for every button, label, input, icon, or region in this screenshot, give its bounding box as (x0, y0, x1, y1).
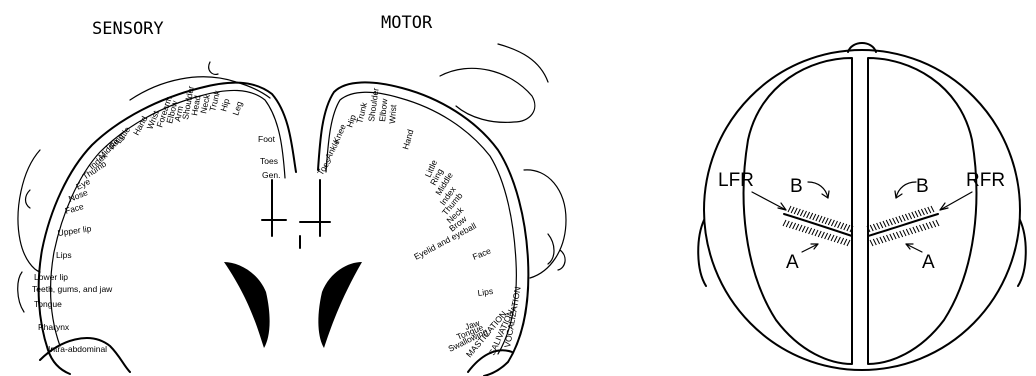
sensory-label-21: Lower lip (34, 272, 68, 282)
sensory-label-26: Foot (258, 134, 276, 144)
right-ventricle (318, 262, 362, 348)
left-hemisphere (744, 58, 852, 364)
sensory-label-19: Upper lip (57, 223, 92, 238)
rfr-label: RFR (966, 170, 1005, 191)
motor-cortex-inner (326, 92, 516, 354)
a-left-label: A (786, 252, 799, 273)
sensory-label-24: Pharynx (38, 322, 70, 332)
motor-title: MOTOR (381, 13, 433, 33)
motor-label-17: Face (471, 245, 493, 261)
motor-homunculus-head (524, 170, 566, 278)
midline-right (300, 180, 330, 248)
motor-label-16: Eyelid and eyeball (412, 220, 478, 261)
motor-label-18: Lips (477, 286, 494, 298)
motor-label-8: Hand (400, 128, 415, 151)
lfr-arrow (752, 192, 786, 210)
sensory-label-25: Intra-abdominal (48, 344, 107, 354)
head-top-view: LFR RFR B B A A (698, 43, 1026, 370)
sensory-label-23: Tongue (34, 299, 62, 309)
midline-left (262, 180, 286, 236)
a-right-arrow (906, 244, 922, 252)
motor-label-7: Wrist (387, 104, 398, 124)
head-outline (704, 50, 1020, 370)
sensory-label-group: LegHipTrunkNeckHeadShoulderArmElbowForea… (32, 85, 280, 354)
sensory-label-1: Hip (218, 97, 231, 112)
sensory-label-20: Lips (56, 250, 72, 260)
b-left-label: B (790, 176, 803, 197)
left-ventricle (224, 262, 270, 348)
sulcus-hatching (783, 206, 939, 246)
sensory-title: SENSORY (92, 19, 164, 39)
coronal-brain-section: LegHipTrunkNeckHeadShoulderArmElbowForea… (18, 44, 566, 376)
a-right-label: A (922, 252, 935, 273)
sensory-label-22: Teeth, gums, and jaw (32, 284, 113, 294)
rfr-arrow (940, 192, 972, 210)
motor-label-group: ToesAnkleKneeHipTrunkShoulderElbowWristH… (315, 87, 522, 359)
b-right-label: B (916, 176, 929, 197)
lfr-label: LFR (718, 170, 754, 191)
sensory-homunculus-body (130, 62, 270, 100)
sensory-label-28: Gen. (262, 170, 280, 180)
sensory-label-0: Leg (230, 100, 244, 117)
a-left-arrow (802, 244, 818, 252)
sensory-label-27: Toes (260, 156, 278, 166)
lower-lobes (40, 338, 512, 372)
sensory-label-18: Face (64, 201, 85, 216)
arrows (752, 182, 972, 252)
